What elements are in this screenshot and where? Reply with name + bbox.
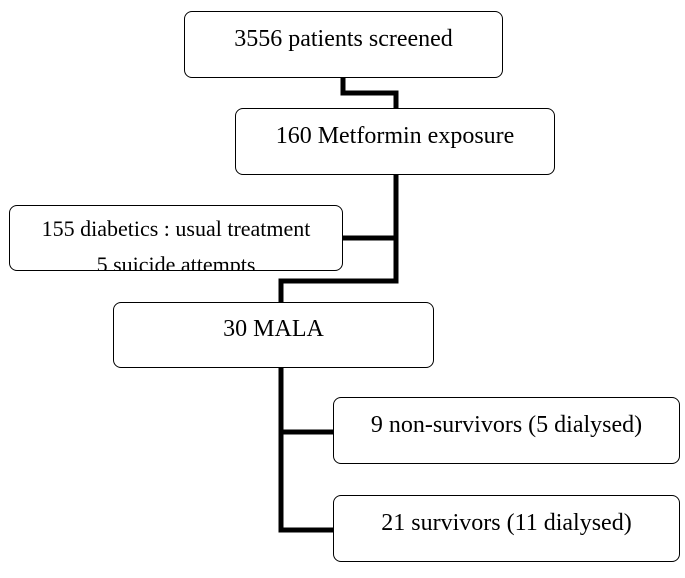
mala-label: 30 MALA xyxy=(223,316,324,342)
box-metformin-exposure: 160 Metformin exposure xyxy=(235,108,555,175)
excluded-label-line2: 5 suicide attempts xyxy=(96,252,256,271)
non-survivors-label: 9 non-survivors (5 dialysed) xyxy=(370,412,643,438)
connector-screened-metformin xyxy=(340,75,399,111)
box-excluded-patients: 155 diabetics : usual treatment 5 suicid… xyxy=(9,205,343,271)
connector-metformin-mala xyxy=(278,172,399,305)
box-patients-screened: 3556 patients screened xyxy=(184,11,503,78)
survivors-label: 21 survivors (11 dialysed) xyxy=(381,510,632,536)
box-survivors: 21 survivors (11 dialysed) xyxy=(333,495,680,562)
excluded-label-line1: 155 diabetics : usual treatment xyxy=(41,216,311,241)
screened-label: 3556 patients screened xyxy=(234,26,453,52)
connector-mala-survivors xyxy=(278,365,336,533)
box-mala: 30 MALA xyxy=(113,302,434,368)
metformin-label: 160 Metformin exposure xyxy=(275,123,515,149)
box-non-survivors: 9 non-survivors (5 dialysed) xyxy=(333,397,680,464)
